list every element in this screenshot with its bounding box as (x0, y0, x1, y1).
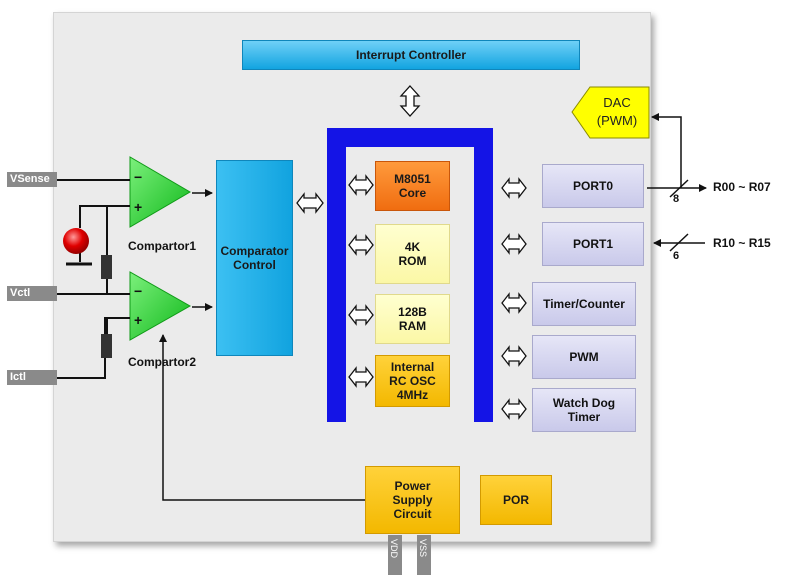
port1-block: PORT1 (542, 222, 644, 266)
bus-arrow-comparator (296, 192, 324, 214)
dac-label: DAC (PWM) (596, 95, 638, 128)
bus-arrow-osc (348, 366, 374, 388)
rom-block: 4K ROM (375, 224, 450, 284)
bus-arrow-port1 (501, 233, 527, 255)
comparator1-minus: − (134, 169, 143, 185)
comparator1-label: Compartor1 (128, 239, 197, 253)
comparator-control: Comparator Control (216, 160, 293, 356)
port1-pins-label: R10 ~ R15 (713, 236, 771, 250)
vsense-pin: VSense (7, 172, 57, 187)
pwm-block: PWM (532, 335, 636, 379)
resistor-r2 (101, 334, 112, 358)
comparator1-triangle (129, 156, 191, 228)
vctl-pin: Vctl (7, 286, 57, 301)
comparator2-triangle (129, 271, 192, 341)
bus-arrow-watchdog (501, 398, 527, 420)
bus-arrow-port0 (501, 177, 527, 199)
power-supply-circuit: Power Supply Circuit (365, 466, 460, 534)
system-bus (327, 128, 493, 422)
irq-bus-arrow (399, 85, 421, 117)
port0-block: PORT0 (542, 164, 644, 208)
bus-arrow-rom (348, 234, 374, 256)
comparator2-minus: − (134, 283, 143, 299)
dac-shape (571, 86, 650, 139)
comparator2-plus: + (134, 312, 143, 328)
timer-counter-block: Timer/Counter (532, 282, 636, 326)
chip-body (53, 12, 651, 542)
port0-bus-width: 8 (673, 193, 680, 205)
ram-block: 128B RAM (375, 294, 450, 344)
port0-pins-label: R00 ~ R07 (713, 180, 771, 194)
watchdog-timer-block: Watch Dog Timer (532, 388, 636, 432)
rc-oscillator: Internal RC OSC 4MHz (375, 355, 450, 407)
interrupt-controller: Interrupt Controller (242, 40, 580, 70)
port1-bus-width: 6 (673, 250, 680, 262)
comparator2-label: Compartor2 (128, 355, 197, 369)
por-block: POR (480, 475, 552, 525)
ictl-pin: Ictl (7, 370, 57, 385)
resistor-r1 (101, 255, 112, 279)
bus-arrow-timer (501, 292, 527, 314)
m8051-core: M8051 Core (375, 161, 450, 211)
voltage-source (63, 228, 89, 254)
vss-pin: VSS (417, 535, 431, 575)
bus-arrow-pwm (501, 345, 527, 367)
vdd-pin: VDD (388, 535, 402, 575)
comparator1-plus: + (134, 199, 143, 215)
bus-arrow-ram (348, 304, 374, 326)
bus-arrow-core (348, 174, 374, 196)
ictl-wire (55, 317, 130, 379)
